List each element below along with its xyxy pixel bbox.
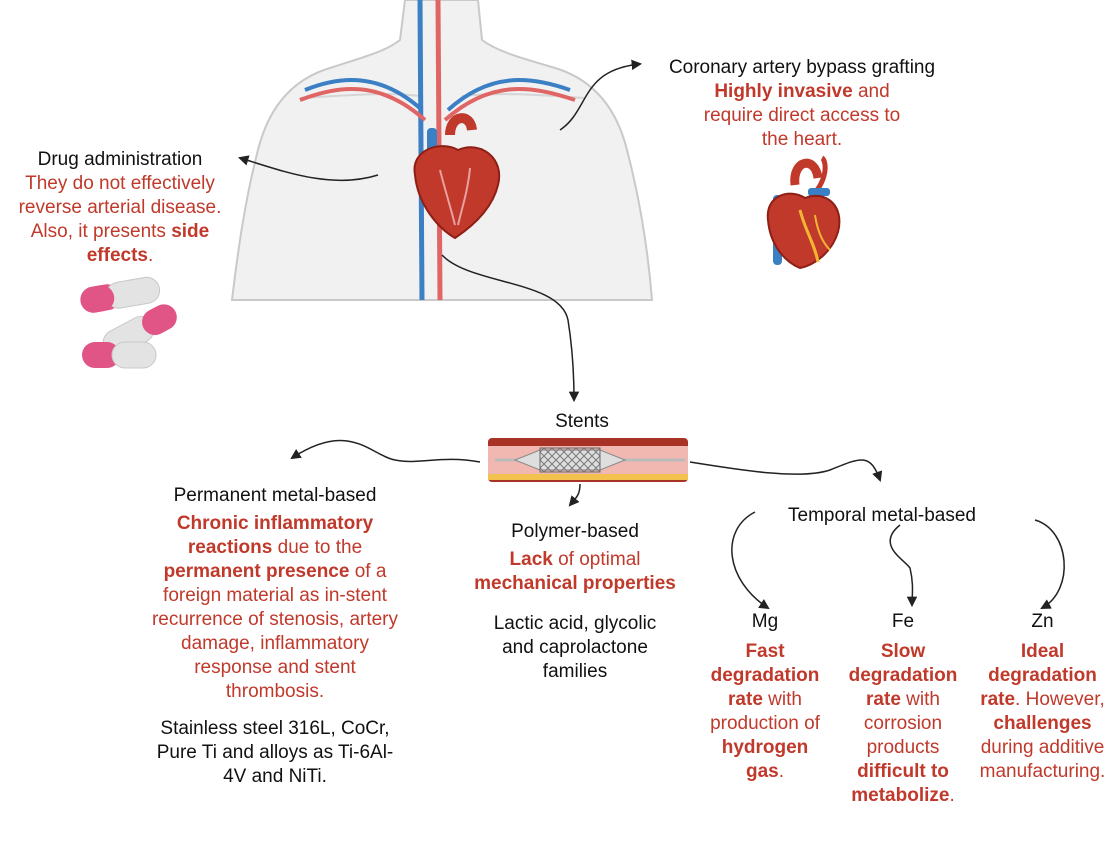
permanent-desc: Chronic inflammatory reactions due to th… (151, 513, 399, 702)
permanent-materials: Stainless steel 316L, CoCr, Pure Ti and … (156, 718, 394, 787)
drug-administration-block: Drug administration They do not effectiv… (2, 148, 238, 268)
mg-block: Mg Fast degradation rate with production… (700, 610, 830, 784)
stents-title: Stents (555, 411, 609, 432)
polymer-materials: Lactic acid, glycolic and caprolactone f… (493, 613, 657, 682)
zn-block: Zn Ideal degradation rate. However, chal… (970, 610, 1115, 784)
permanent-block: Permanent metal-based Chronic inflammato… (148, 484, 402, 704)
temporal-block: Temporal metal-based (754, 504, 1010, 528)
drug-administration-title: Drug administration (37, 149, 203, 170)
zn-label: Zn (1031, 611, 1054, 632)
drug-administration-desc: They do not effectively reverse arterial… (18, 173, 222, 266)
cabg-block: Coronary artery bypass grafting Highly i… (640, 56, 964, 152)
polymer-title: Polymer-based (511, 521, 639, 542)
temporal-title: Temporal metal-based (788, 505, 976, 526)
stents-title-block: Stents (520, 410, 644, 434)
fe-block: Fe Slow degradation rate with corrosion … (838, 610, 968, 808)
fe-label: Fe (891, 611, 915, 632)
mg-label: Mg (751, 611, 779, 632)
heart-icon (413, 113, 501, 240)
pill-capsule-icon (80, 276, 177, 369)
connector-arrows (237, 59, 1065, 610)
fe-desc: Slow degradation rate with corrosion pro… (848, 641, 958, 806)
polymer-desc: Lack of optimal mechanical properties (474, 549, 676, 594)
mg-desc: Fast degradation rate with production of… (710, 641, 820, 782)
permanent-title: Permanent metal-based (173, 485, 377, 506)
polymer-block: Polymer-based Lack of optimal mechanical… (460, 520, 690, 596)
cabg-title: Coronary artery bypass grafting (668, 57, 936, 78)
cabg-desc: Highly invasive and require direct acces… (703, 81, 901, 150)
heart-bypass-icon (766, 155, 841, 270)
zn-desc: Ideal degradation rate. However, challen… (979, 641, 1106, 782)
stent-icon (488, 438, 688, 482)
